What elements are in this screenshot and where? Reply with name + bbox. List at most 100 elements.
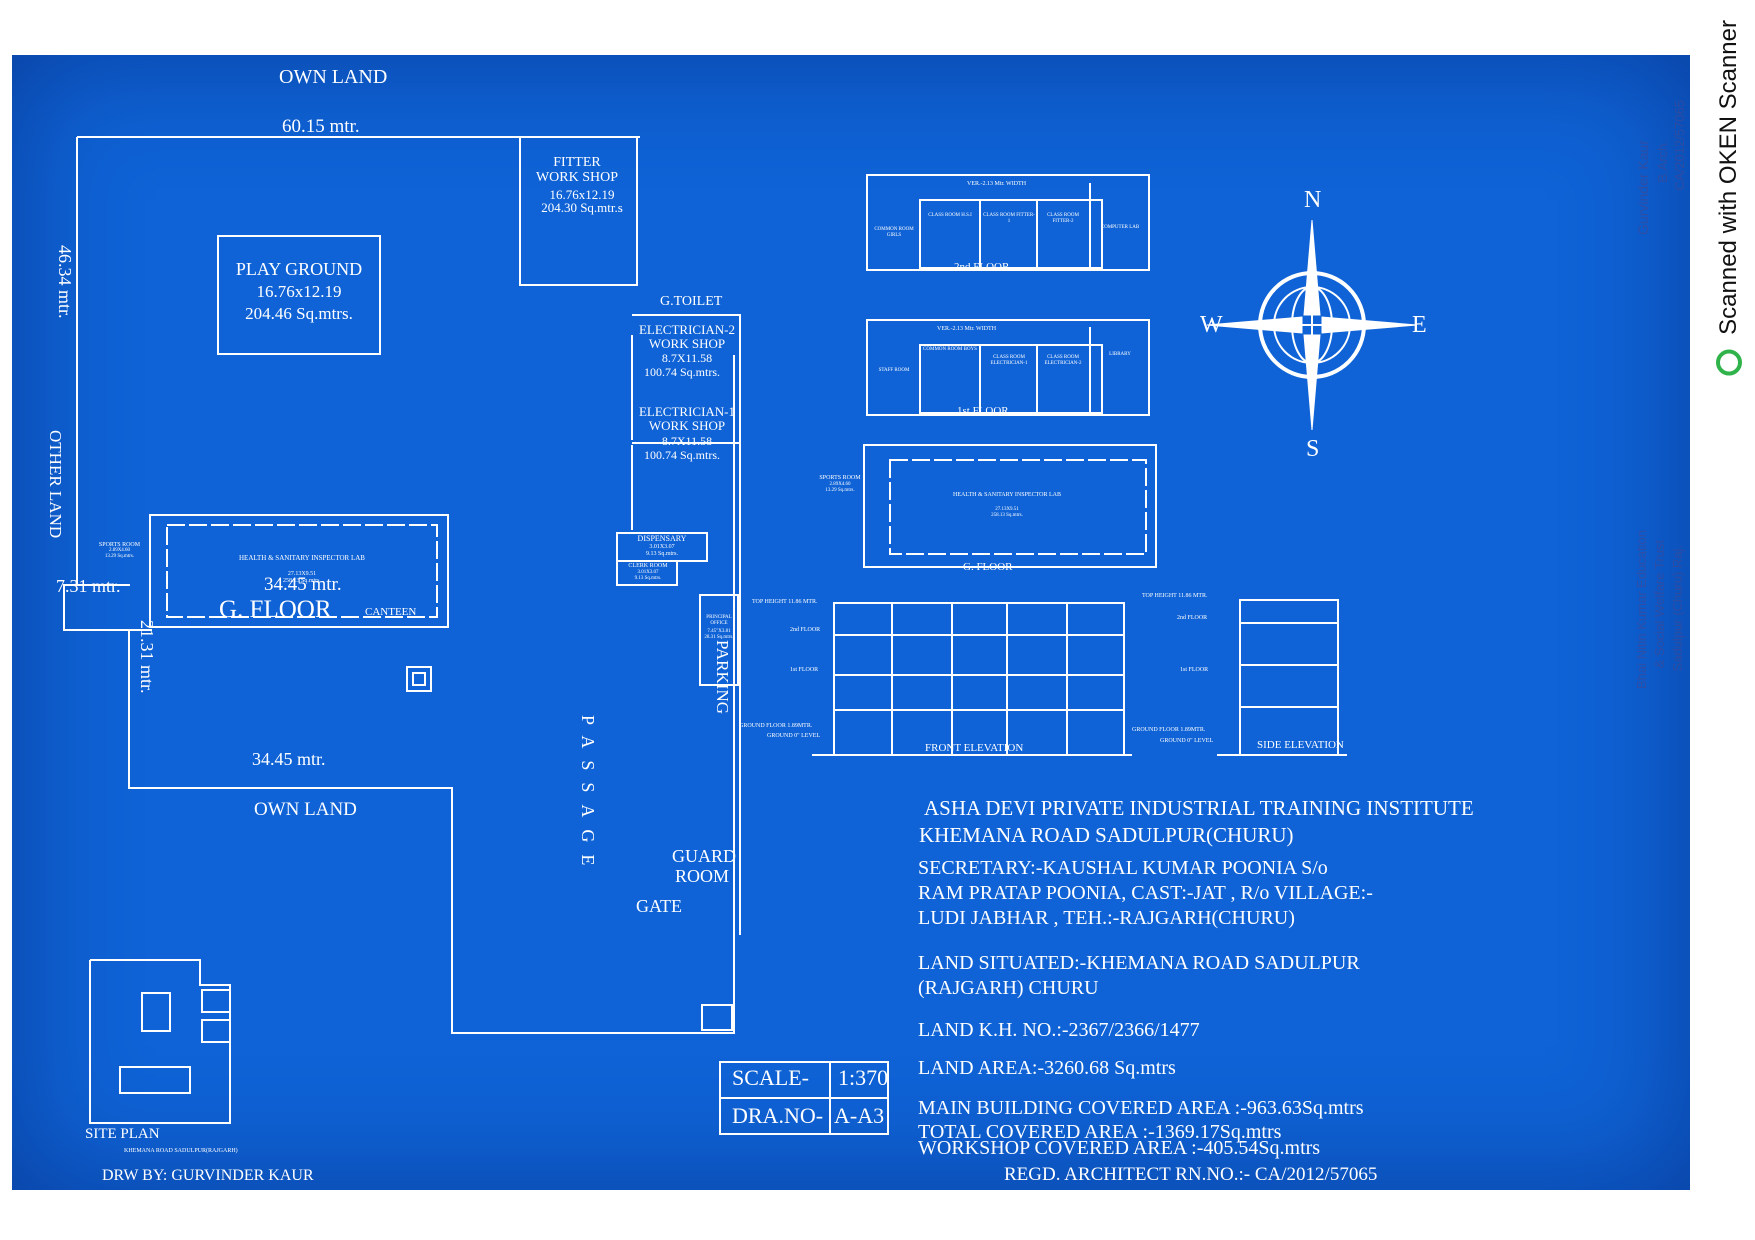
dispensary-name: DISPENSARY: [637, 534, 687, 543]
land-line-1: LAND SITUATED:-KHEMANA ROAD SADULPUR: [918, 952, 1360, 974]
side-elevation-label: SIDE ELEVATION: [1257, 739, 1344, 751]
stamp-line-2-wrap: B.Arch.: [1655, 140, 1670, 183]
passage-label: PASSAGE: [578, 715, 598, 878]
playground-box: [217, 235, 381, 355]
clerk-dim: 3.01X3.07: [637, 570, 659, 575]
sports-name: SPORTS ROOM: [98, 542, 141, 548]
stamp-line-1: Gurvinder Kaur: [1635, 140, 1651, 235]
second-room-3: CLASS ROOM FITTER-1: [983, 213, 1035, 224]
dim-left: 46.34 mtr.: [55, 245, 75, 319]
elec1-area: 100.74 Sq.mtrs.: [643, 448, 720, 462]
health-area: 258.13 Sq.mtrs.: [282, 578, 321, 584]
scale-label: SCALE-: [732, 1065, 809, 1090]
dim-3445-a: 34.45 mtr.: [264, 574, 342, 595]
trust-line-3: Sadulpur (Churu) Raj.: [1670, 545, 1685, 672]
first-room-2: COMMON ROOM BOYS: [923, 347, 977, 352]
second-room-4: CLASS ROOM FITTER-2: [1047, 213, 1079, 224]
compass-w: W: [1200, 312, 1223, 338]
principal-dim: 7.45"X3.81: [707, 629, 731, 634]
g-floor-label: G. FLOOR: [219, 596, 332, 623]
ground-health-area: 258.13 Sq.mtrs.: [991, 513, 1023, 518]
ground-sports-name: SPORTS ROOM: [819, 475, 861, 481]
side-second: 2nd FLOOR: [1177, 615, 1208, 621]
second-room-2: CLASS ROOM H.S.I: [928, 213, 972, 218]
architect-stamp: Gurvinder Kaur: [1635, 140, 1651, 235]
stamp-line-2: B.Arch.: [1655, 140, 1670, 183]
side-ground-level: GROUND 0" LEVEL: [1160, 738, 1214, 744]
compass-e: E: [1412, 312, 1427, 338]
site-plan-label: SITE PLAN: [85, 1126, 160, 1142]
parking-label: PARKING: [713, 640, 732, 715]
first-room-5: LIBRARY: [1109, 352, 1131, 357]
sports-area: 13.29 Sq.mtrs.: [104, 554, 135, 559]
health-dim: 27.13X9.51: [287, 571, 317, 577]
drawing-no-label: DRA.NO-: [732, 1103, 824, 1128]
guard-room-label: GUARD ROOM: [672, 846, 737, 886]
trust-line-1: Bhai Nitin Kumar Education: [1634, 530, 1649, 689]
health-name: HEALTH & SANITARY INSPECTOR LAB: [239, 554, 365, 562]
side-first: 1st FLOOR: [1180, 667, 1209, 673]
canteen-label: CANTEEN: [365, 606, 417, 618]
first-room-4: CLASS ROOM ELECTRICIAN-2: [1044, 355, 1082, 366]
elev-first: 1st FLOOR: [790, 667, 819, 673]
scanner-watermark: Scanned with OKEN Scanner: [1715, 20, 1743, 376]
gate-label: GATE: [636, 896, 682, 916]
main-covered: MAIN BUILDING COVERED AREA :-963.63Sq.mt…: [918, 1097, 1364, 1119]
secretary-line-2: RAM PRATAP POONIA, CAST:-JAT , R/o VILLA…: [918, 882, 1373, 904]
fitter-name: FITTER WORK SHOP: [535, 155, 619, 186]
elec1-dim: 8.7X11.58: [661, 434, 713, 448]
other-land: OTHER LAND: [46, 430, 65, 539]
regd-architect: REGD. ARCHITECT RN.NO.:- CA/2012/57065: [1004, 1164, 1378, 1185]
g-toilet-label: G.TOILET: [660, 294, 723, 309]
elev-ground-level: GROUND 0" LEVEL: [767, 733, 821, 739]
playground-area: 204.46 Sq.mtrs.: [245, 304, 353, 323]
secretary-line-3: LUDI JABHAR , TEH.:-RAJGARH(CHURU): [918, 907, 1295, 929]
ground-sports-area: 13.29 Sq.mtrs.: [825, 488, 855, 493]
playground-name: PLAY GROUND: [235, 259, 363, 279]
total-covered: TOTAL COVERED AREA :-1369.17Sq.mtrs: [918, 1121, 1282, 1143]
second-floor-label: 2nd FLOOR: [954, 261, 1010, 273]
dim-2131: 21.31 mtr.: [137, 620, 157, 694]
compass-n: N: [1304, 187, 1322, 213]
trust-line-2-wrap: & Social Welfare Trust: [1652, 540, 1667, 668]
dim-731: 7.31 mtr.: [56, 576, 121, 596]
drawing-no-value: A-A3: [834, 1103, 885, 1128]
sports-dim: 2.89X4.60: [108, 548, 131, 553]
elev-ground-floor: GROUND FLOOR 1.89MTR.: [739, 723, 813, 729]
first-ver: VER.-2.13 Mtr. WIDTH: [937, 326, 997, 332]
principal-area: 28.31 Sq.mtrs.: [704, 635, 734, 640]
dim-3445-b: 34.45 mtr.: [252, 749, 326, 769]
own-land-bottom: OWN LAND: [254, 799, 357, 820]
elec2-dim: 8.7X11.58: [661, 351, 713, 365]
dispensary-area: 9.13 Sq.mtrs.: [645, 551, 678, 557]
elec2-name: ELECTRICIAN-2 WORK SHOP: [638, 322, 736, 352]
side-ground-floor: GROUND FLOOR 1.89MTR.: [1132, 727, 1206, 733]
second-room-1: COMMON ROOM GIRLS: [874, 227, 914, 238]
stamp-line-3-wrap: CA/2012/57065: [1672, 100, 1687, 190]
blueprint-sheet: OWN LAND 60.15 mtr. 46.34 mtr. OTHER LAN…: [12, 55, 1690, 1190]
top-height-label: TOP HEIGHT 11.86 MTR.: [752, 599, 818, 605]
secretary-line-1: SECRETARY:-KAUSHAL KUMAR POONIA S/o: [918, 857, 1328, 879]
clerk-area: 9.13 Sq.mtrs.: [634, 576, 662, 581]
title-line-1: ASHA DEVI PRIVATE INDUSTRIAL TRAINING IN…: [924, 796, 1474, 820]
title-line-2: KHEMANA ROAD SADULPUR(CHURU): [919, 823, 1294, 847]
dispensary-dim: 3.01X3.07: [649, 544, 675, 550]
scanner-logo-icon: [1716, 349, 1742, 376]
drawn-by: DRW BY: GURVINDER KAUR: [102, 1167, 314, 1184]
land-line-2: (RAJGARH) CHURU: [918, 977, 1099, 999]
site-plan-road: KHEMANA ROAD SADULPUR(RAJGARH): [124, 1148, 238, 1154]
scale-value: 1:370: [838, 1065, 889, 1090]
ground-health-dim: 27.13X9.51: [995, 507, 1019, 512]
first-floor-label: 1st FLOOR: [957, 405, 1009, 417]
second-ver: VER.-2.13 Mtr. WIDTH: [967, 181, 1027, 187]
own-land-top: OWN LAND: [279, 66, 388, 88]
fitter-dim: 16.76x12.19: [549, 187, 615, 202]
first-room-3: CLASS ROOM ELECTRICIAN-1: [990, 355, 1028, 366]
compass-s: S: [1306, 436, 1320, 462]
land-kh: LAND K.H. NO.:-2367/2366/1477: [918, 1019, 1200, 1041]
plan-linework: [63, 136, 1418, 1135]
playground-dim: 16.76x12.19: [256, 282, 342, 301]
front-elevation-label: FRONT ELEVATION: [925, 742, 1024, 754]
fitter-area: 204.30 Sq.mtr.s: [541, 200, 623, 215]
trust-line-3-wrap: Sadulpur (Churu) Raj.: [1670, 545, 1685, 671]
